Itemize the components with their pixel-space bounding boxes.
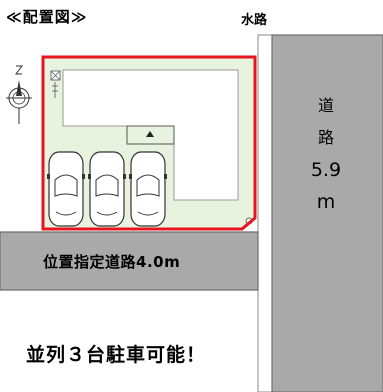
front-road-char-2: 路 [317,128,334,147]
lot-boundary [41,55,257,231]
private-road [0,231,259,291]
water-meter-icon [50,70,61,98]
entrance-arrow-icon [146,131,154,137]
water-channel [257,34,273,392]
compass-icon [6,65,32,124]
car-icon [47,151,85,227]
car-icon [129,151,167,227]
front-road [271,34,383,392]
front-road-width-value: 5.9 [310,159,342,181]
entrance [126,125,175,145]
page-title: ≪配置図≫ [6,8,88,26]
front-road-width-unit: m [316,191,336,213]
private-road-label: 位置指定道路4.0m [43,253,181,271]
front-road-label: 道 路 5.9 m [306,90,346,218]
front-road-char-1: 道 [317,96,334,115]
car-icon [88,151,126,227]
water-channel-label: 水路 [241,13,268,28]
parking-area [47,151,167,227]
parking-caption: 並列３台駐車可能！ [26,344,207,366]
